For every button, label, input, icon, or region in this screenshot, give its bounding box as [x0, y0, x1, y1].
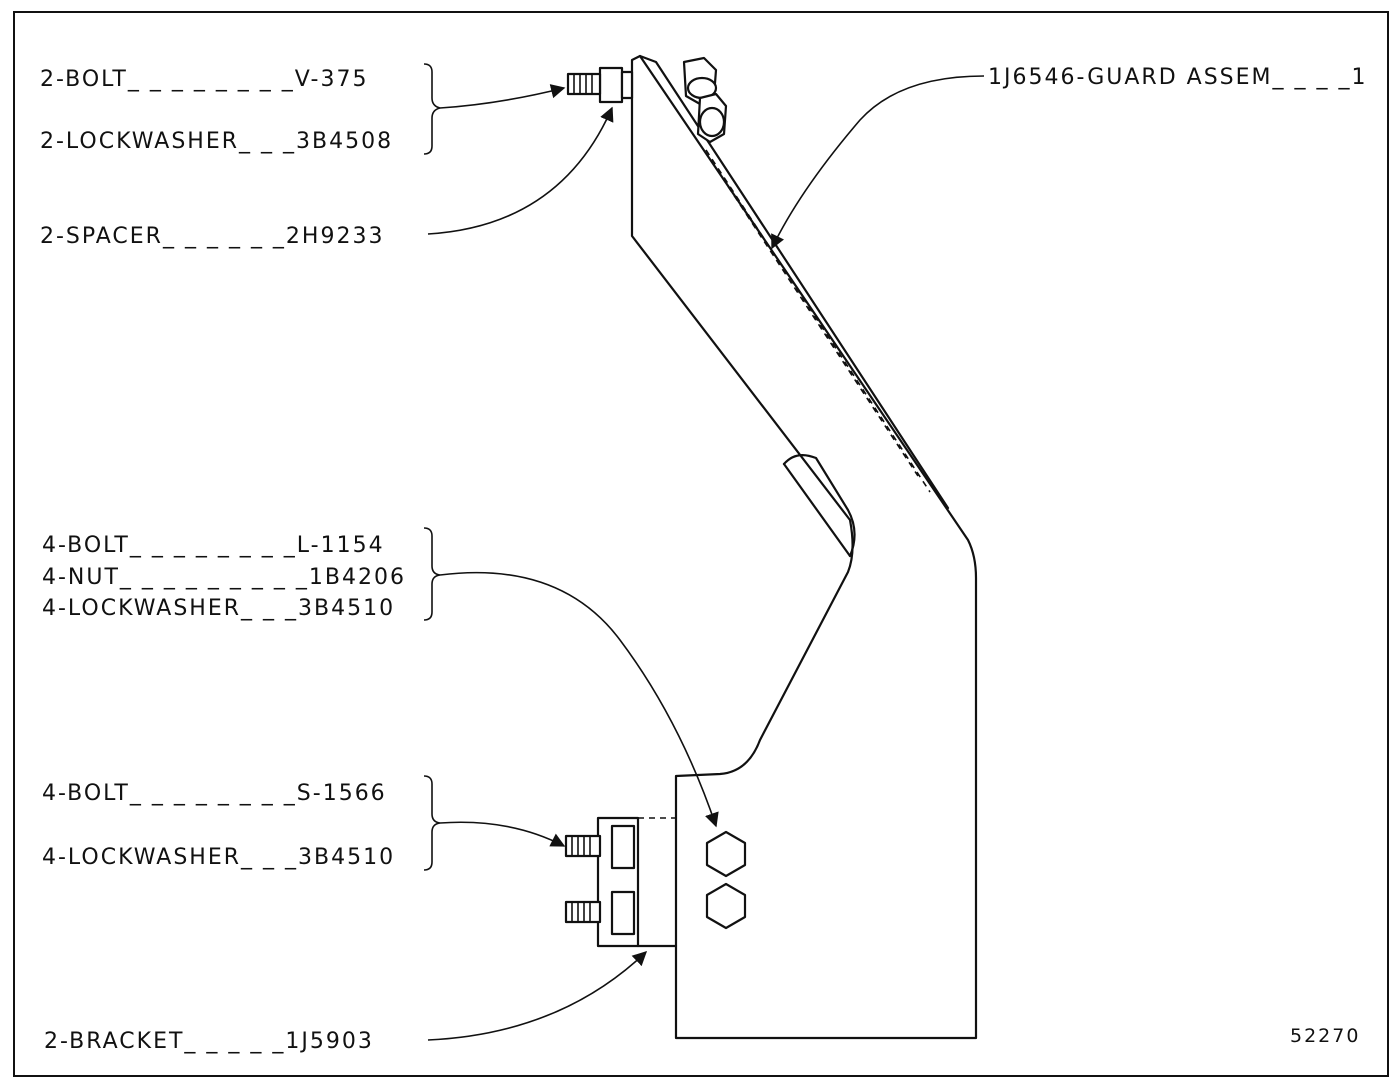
leader-mid-fasteners — [439, 571, 719, 828]
bracket-assembly — [564, 816, 747, 948]
label-bolt-mid: 4-BOLT_ _ _ _ _ _ _ _L-1154 — [42, 533, 385, 558]
figure-number: 52270 — [1290, 1025, 1360, 1047]
top-bolt-assembly — [566, 56, 728, 144]
label-bolt-top: 2-BOLT_ _ _ _ _ _ _ _V-375 — [40, 67, 368, 92]
label-lockwasher-mid: 4-LOCKWASHER_ _ _3B4510 — [42, 596, 395, 621]
leader-top-bolt — [439, 84, 566, 109]
label-guard-assem: 1J6546-GUARD ASSEM_ _ _ _1 — [988, 65, 1367, 90]
hex-nut-upper — [705, 830, 747, 878]
label-bolt-low: 4-BOLT_ _ _ _ _ _ _ _S-1566 — [42, 781, 387, 806]
label-lockwasher-top: 2-LOCKWASHER_ _ _3B4508 — [40, 129, 393, 154]
leader-low-bolts — [439, 821, 566, 847]
diagram-border — [13, 11, 1389, 1077]
label-nut-mid: 4-NUT_ _ _ _ _ _ _ _ _1B4206 — [42, 565, 406, 590]
hex-nut-lower — [705, 882, 747, 930]
leader-spacer — [427, 106, 614, 235]
guard-assembly — [630, 54, 978, 1040]
label-spacer: 2-SPACER_ _ _ _ _ _2H9233 — [40, 224, 384, 249]
leader-guard — [771, 75, 985, 250]
label-lockwasher-low: 4-LOCKWASHER_ _ _3B4510 — [42, 845, 395, 870]
label-bracket: 2-BRACKET_ _ _ _ _1J5903 — [44, 1029, 374, 1054]
leader-bracket — [427, 951, 648, 1041]
